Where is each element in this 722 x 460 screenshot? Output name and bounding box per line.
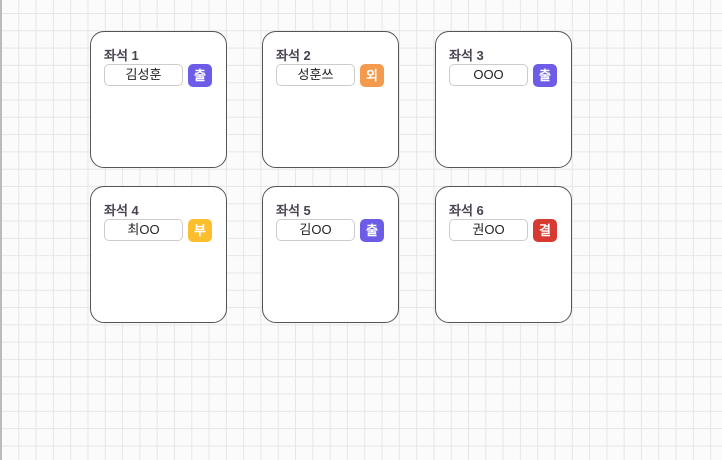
seat-label: 좌석 6 [449,203,484,218]
seat-label: 좌석 1 [104,48,139,63]
seat-card-4: 좌석 4 최OO 부 [90,186,227,323]
student-name-field[interactable]: 성훈쓰 [276,64,355,86]
seat-card-6: 좌석 6 권OO 결 [435,186,572,323]
seat-label: 좌석 2 [276,48,311,63]
student-name-field[interactable]: 최OO [104,219,183,241]
status-badge[interactable]: 부 [188,219,212,242]
seat-card-1: 좌석 1 김성훈 출 [90,31,227,168]
status-badge[interactable]: 출 [533,64,557,87]
student-name-field[interactable]: OOO [449,64,528,86]
status-badge[interactable]: 외 [360,64,384,87]
status-badge[interactable]: 출 [360,219,384,242]
seat-label: 좌석 3 [449,48,484,63]
seat-label: 좌석 4 [104,203,139,218]
student-name-field[interactable]: 김OO [276,219,355,241]
status-badge[interactable]: 결 [533,219,557,242]
student-name-field[interactable]: 권OO [449,219,528,241]
seat-label: 좌석 5 [276,203,311,218]
seat-card-3: 좌석 3 OOO 출 [435,31,572,168]
seat-card-2: 좌석 2 성훈쓰 외 [262,31,399,168]
seat-card-5: 좌석 5 김OO 출 [262,186,399,323]
student-name-field[interactable]: 김성훈 [104,64,183,86]
status-badge[interactable]: 출 [188,64,212,87]
